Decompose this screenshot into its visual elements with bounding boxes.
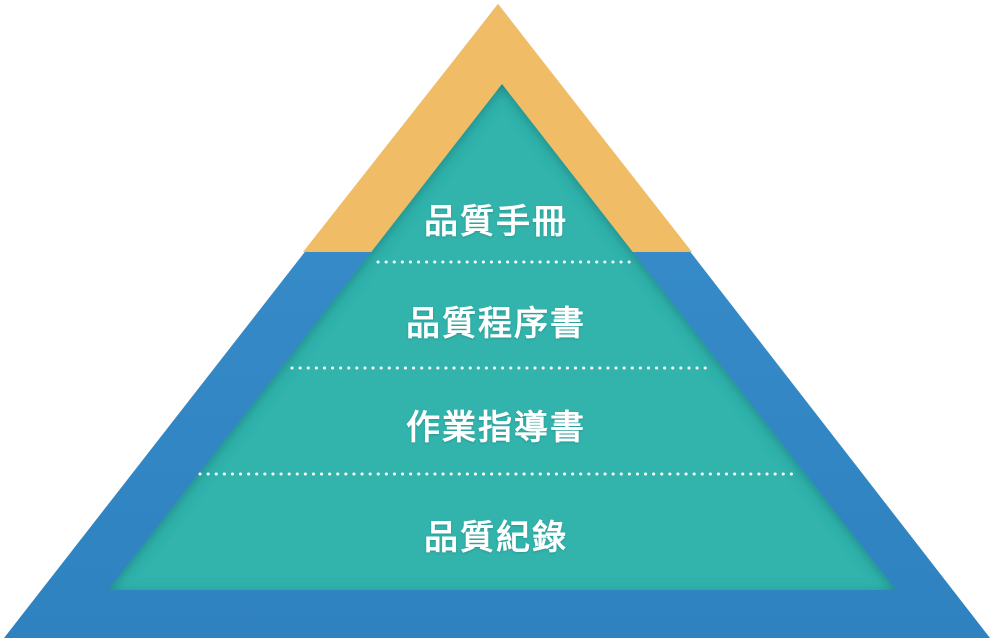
level-label-quality-manual: 品質手冊 — [424, 202, 568, 242]
level-label-quality-records: 品質紀錄 — [424, 518, 568, 558]
level-label-work-instructions: 作業指導書 — [406, 408, 586, 448]
pyramid-inner-body — [108, 84, 896, 590]
level-label-quality-procedures: 品質程序書 — [406, 304, 586, 344]
